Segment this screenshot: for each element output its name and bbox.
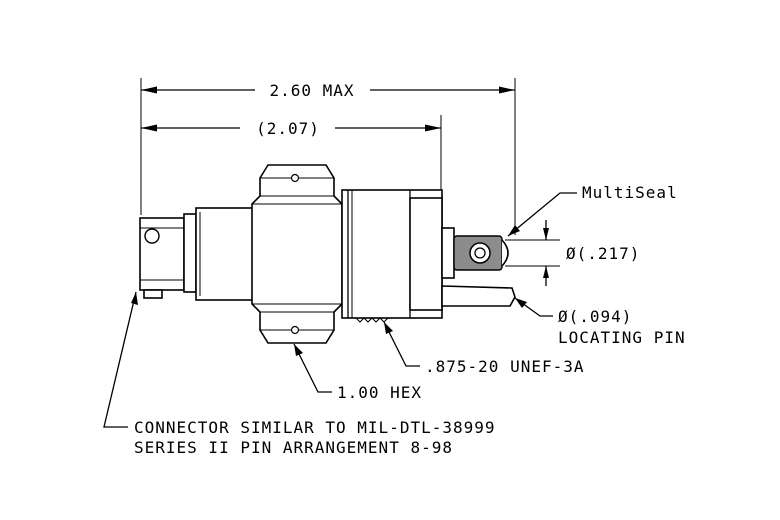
locating-pin-label: LOCATING PIN (558, 328, 686, 347)
pin-diameter-label: Ø(.094) (558, 307, 632, 326)
leader-multiseal: MultiSeal (507, 183, 678, 237)
locating-pin (441, 285, 516, 307)
connector-shell (139, 207, 261, 301)
connector-key-circle (144, 228, 160, 244)
multiseal-label: MultiSeal (582, 183, 678, 202)
hex-bottom-hole (290, 325, 300, 335)
thread-spec-label: .875-20 UNEF-3A (425, 357, 585, 376)
threaded-body (341, 189, 443, 323)
overall-length-label: 2.60 MAX (269, 81, 354, 100)
leader-connector-note: CONNECTOR SIMILAR TO MIL-DTL-38999 SERIE… (103, 291, 496, 457)
seal-diameter-label: Ø(.217) (566, 244, 640, 263)
connector-note-line2: SERIES II PIN ARRANGEMENT 8-98 (134, 438, 453, 457)
dimension-seal-diameter: Ø(.217) (505, 220, 640, 286)
dimension-body-length: (2.07) (141, 115, 442, 190)
body-length-label: (2.07) (256, 119, 320, 138)
leader-locating-pin: Ø(.094) LOCATING PIN (514, 297, 686, 347)
leader-hex: 1.00 HEX (293, 343, 422, 402)
connector-note-line1: CONNECTOR SIMILAR TO MIL-DTL-38999 (134, 418, 496, 437)
hex-nut (251, 164, 343, 344)
dimension-overall-length: 2.60 MAX (140, 78, 516, 235)
leader-thread: .875-20 UNEF-3A (383, 321, 585, 376)
hex-top-hole (290, 173, 300, 183)
multiseal-fitting (441, 227, 509, 279)
hex-size-label: 1.00 HEX (337, 383, 422, 402)
